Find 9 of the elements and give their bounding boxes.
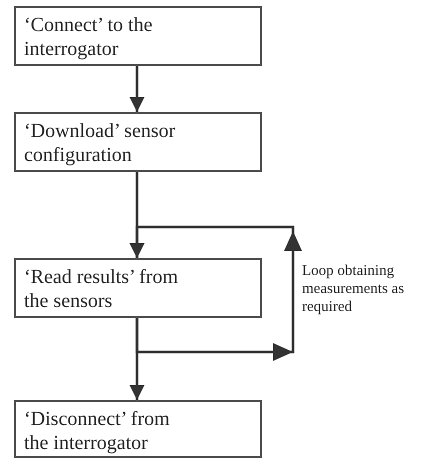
- process-box: [14, 6, 262, 66]
- step-text: ‘Download’ sensor configuration: [24, 120, 176, 166]
- step-text: ‘Connect’ to the interrogator: [24, 14, 152, 60]
- process-box: [14, 112, 262, 172]
- step-text: ‘Read results’ from the sensors: [24, 266, 178, 312]
- step-text: ‘Disconnect’ from the interrogator: [24, 408, 170, 454]
- edge-label: Loop obtaining measurements as required: [302, 262, 406, 316]
- process-box: [14, 400, 262, 458]
- process-box: [14, 258, 262, 318]
